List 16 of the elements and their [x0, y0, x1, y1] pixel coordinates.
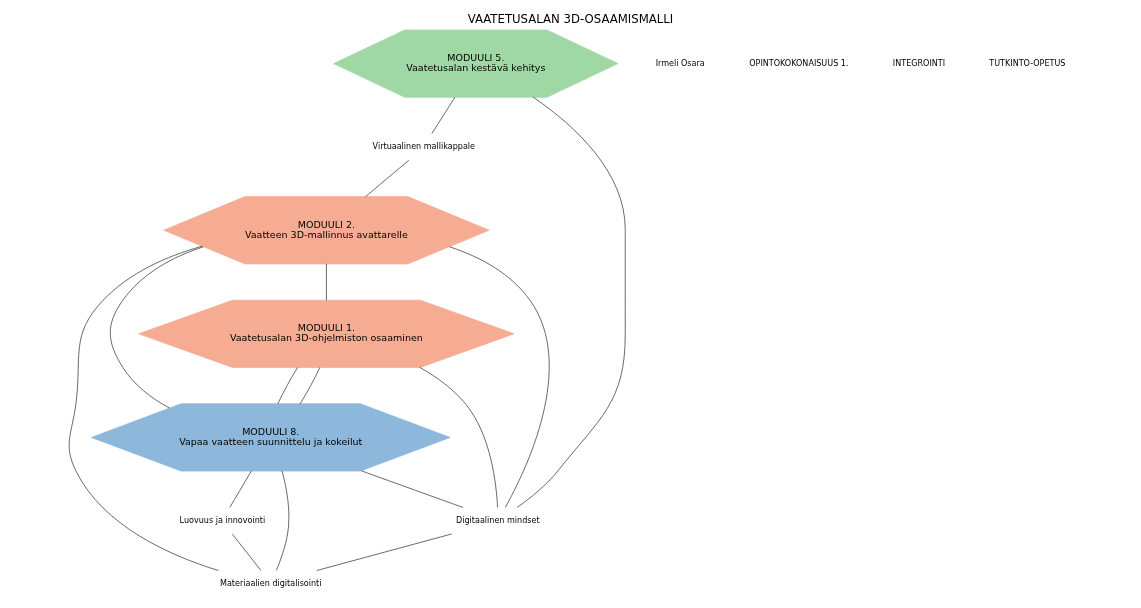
connector: [316, 533, 452, 571]
connector: [68, 245, 219, 571]
connector: [365, 159, 410, 198]
connector: [431, 96, 456, 134]
connector: [449, 246, 550, 508]
connector: [277, 367, 298, 405]
connector: [419, 366, 498, 508]
connector: [276, 470, 290, 571]
diagram-title: VAATETUSALAN 3D-OSAAMISMALLI: [467, 12, 674, 27]
connector: [326, 263, 327, 301]
connector: [229, 470, 252, 508]
connector: [516, 96, 626, 508]
connector: [361, 470, 464, 508]
connector: [232, 533, 262, 571]
connector: [299, 367, 321, 405]
connector: [109, 246, 204, 409]
